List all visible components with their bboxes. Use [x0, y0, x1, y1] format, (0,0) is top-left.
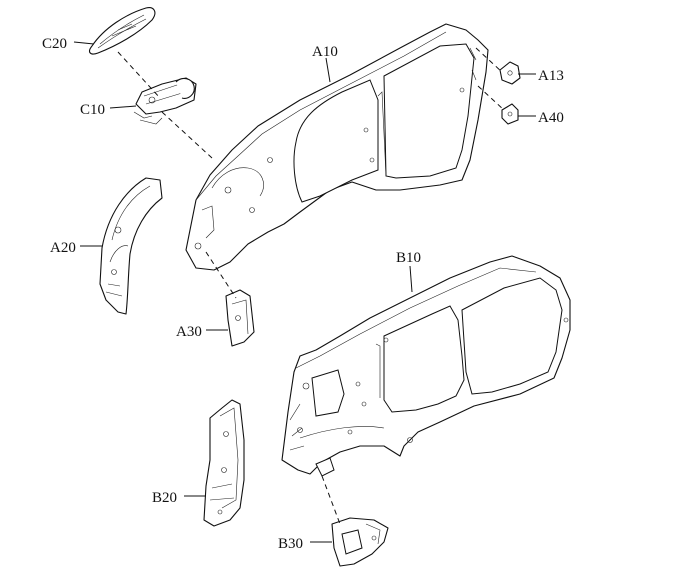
label-leader-lines [73, 41, 536, 543]
part-c20-fuel-door [89, 7, 156, 55]
label-a40: A40 [538, 110, 564, 126]
label-a30: A30 [176, 324, 202, 340]
part-b10-body-side-inner [281, 255, 571, 477]
part-c10-filler-housing [133, 77, 197, 125]
part-a10-body-side-outer [185, 23, 489, 271]
label-a10: A10 [312, 44, 338, 60]
assembly-dash-lines [117, 47, 505, 525]
label-a20: A20 [50, 240, 76, 256]
label-b20: B20 [152, 490, 177, 506]
part-b30-bracket [331, 517, 389, 567]
label-c20: C20 [42, 36, 67, 52]
part-b20-quarter-inner [203, 399, 245, 527]
part-a40-bracket [501, 103, 519, 125]
part-a20-wheelhouse-outer [99, 177, 163, 315]
part-a30-reinforcement [225, 289, 255, 347]
label-b30: B30 [278, 536, 303, 552]
label-c10: C10 [80, 102, 105, 118]
part-a13-bracket [499, 61, 521, 85]
label-a13: A13 [538, 68, 564, 84]
label-b10: B10 [396, 250, 421, 266]
